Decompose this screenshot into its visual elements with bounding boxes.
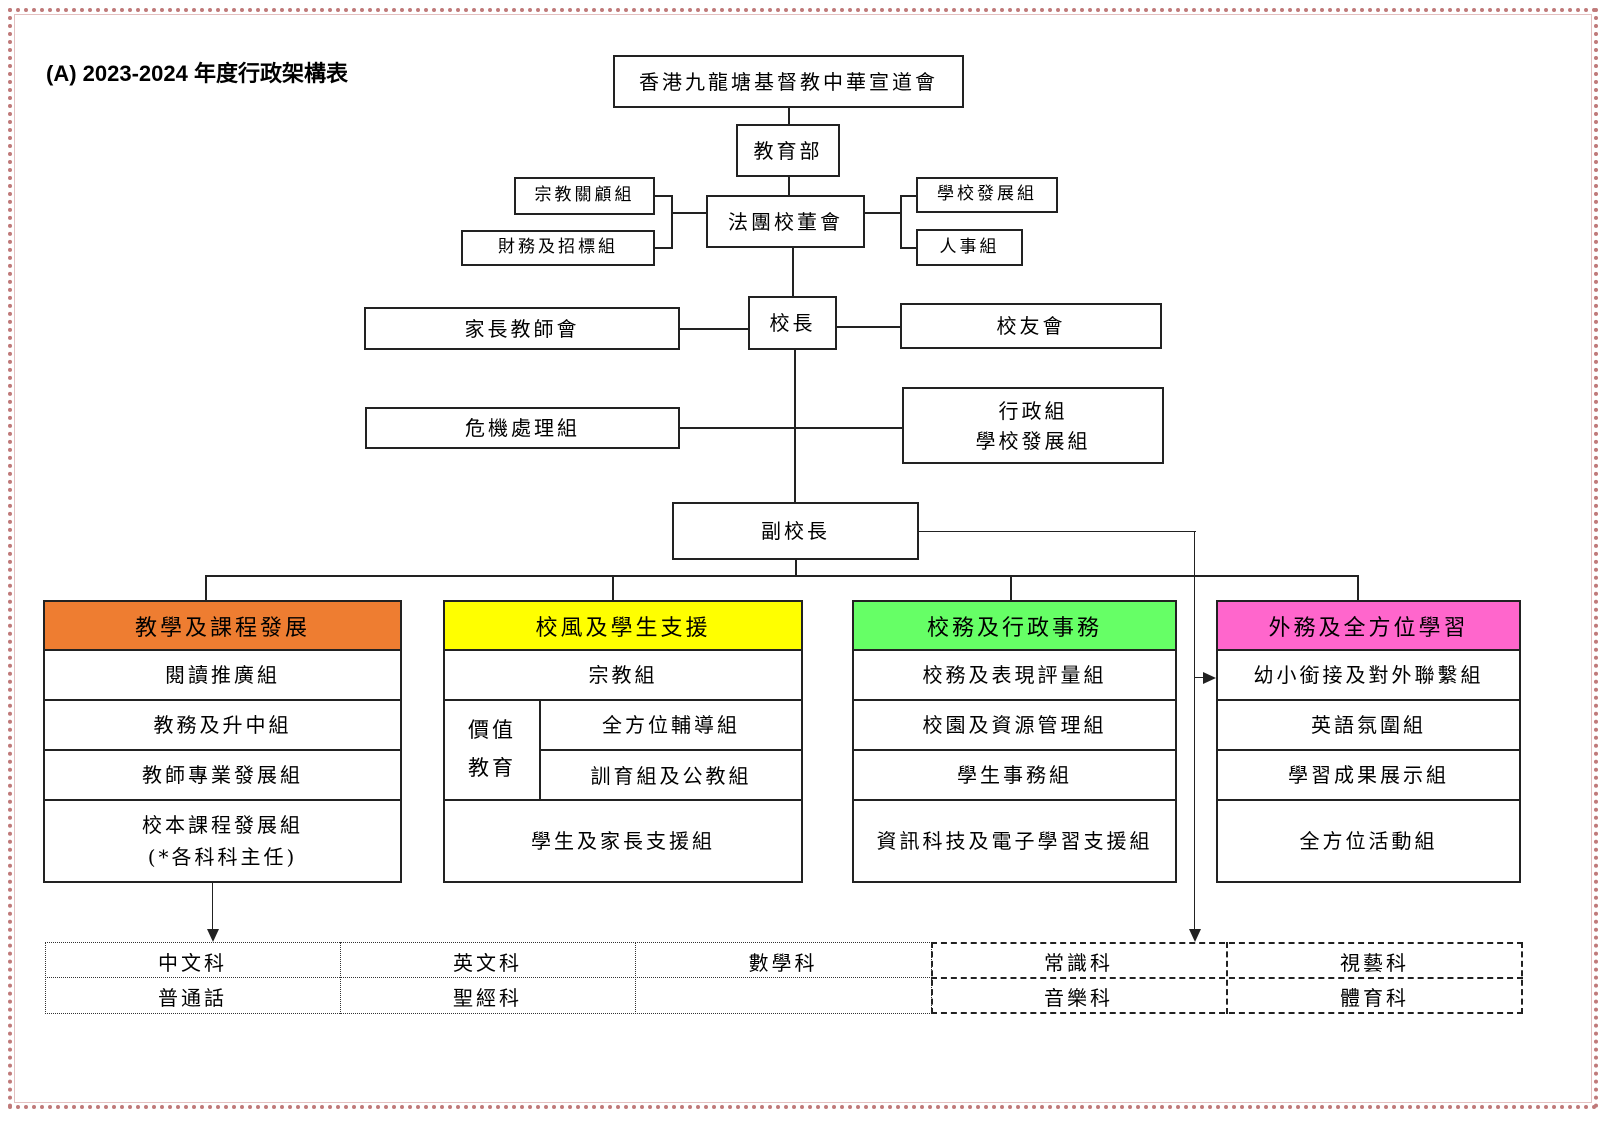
church-box: 香港九龍塘基督教中華宣道會: [613, 55, 964, 108]
table-cell: 常識科: [1044, 950, 1113, 975]
pta-box: 家長教師會: [364, 307, 680, 350]
table-cell: 數學科: [748, 950, 818, 975]
col-divider: [635, 942, 636, 1014]
list-item: 教師專業發展組: [45, 751, 400, 801]
list-item: 校本課程發展組 (*各科科主任): [45, 801, 400, 881]
connector: [900, 195, 917, 197]
table-cell: 體育科: [1340, 985, 1409, 1010]
list-item: 校園及資源管理組: [854, 701, 1175, 751]
list-item: 閱讀推廣組: [45, 651, 400, 701]
connector: [655, 247, 672, 249]
principal-box: 校長: [748, 296, 837, 350]
col-divider: [340, 942, 341, 1014]
table-cell: 聖經科: [453, 985, 522, 1010]
list-item: 學生事務組: [854, 751, 1175, 801]
connector: [900, 247, 917, 249]
admin-line-2: 學校發展組: [975, 428, 1091, 453]
connector: [671, 195, 673, 249]
connector: [679, 427, 903, 429]
connector: [836, 326, 901, 328]
list-item: 英語氛圍組: [1218, 701, 1519, 751]
table-cell: 視藝科: [1340, 950, 1409, 975]
list-item: 訓育組及公教組: [590, 764, 752, 788]
dept-ethos: 校風及學生支援 宗教組 價值 教育 全方位輔導組 訓育組及公教組 學生及家長支援…: [443, 600, 803, 883]
connector: [1010, 575, 1012, 601]
table-cell: 普通話: [158, 985, 227, 1010]
list-item: 全方位輔導組: [541, 701, 801, 751]
connector: [671, 212, 707, 214]
table-cell: [635, 978, 931, 1014]
list-item: 宗教組: [445, 651, 801, 701]
alumni-box: 校友會: [900, 303, 1162, 349]
connector: [1357, 575, 1359, 601]
row-divider: [45, 977, 932, 978]
connector: [792, 247, 794, 297]
dept-external: 外務及全方位學習 幼小銜接及對外聯繫組 英語氛圍組 學習成果展示組 全方位活動組: [1216, 600, 1521, 883]
subjects-table: 中文科 英文科 數學科 常識科 視藝科 普通話 聖經科 音樂科 體育科: [45, 942, 1523, 1014]
connector: [900, 195, 902, 249]
finance-box: 財務及招標組: [461, 230, 655, 266]
list-item: 校務及表現評量組: [854, 651, 1175, 701]
connector: [788, 107, 790, 125]
crisis-box: 危機處理組: [365, 407, 680, 449]
list-item: 教務及升中組: [45, 701, 400, 751]
list-item: 全方位活動組: [1299, 829, 1438, 853]
connector: [679, 328, 749, 330]
value-education-group: 價值 教育 全方位輔導組 訓育組及公教組: [445, 701, 801, 801]
connector: [655, 195, 672, 197]
connector: [864, 212, 901, 214]
chart-title: (A) 2023-2024 年度行政架構表: [46, 61, 348, 86]
vice-principal-box: 副校長: [672, 502, 919, 560]
list-item: 資訊科技及電子學習支援組: [876, 829, 1153, 853]
connector: [612, 575, 614, 601]
board-box: 法團校董會: [706, 195, 865, 248]
list-item-line-2: (*各科科主任): [147, 845, 298, 869]
connector: [788, 176, 790, 196]
table-cell: 中文科: [158, 950, 227, 975]
arrow-down-icon: [1189, 929, 1201, 942]
dept-external-header: 外務及全方位學習: [1218, 602, 1519, 651]
dept-teaching-header: 教學及課程發展: [45, 602, 400, 651]
list-item-line-1: 校本課程發展組: [142, 813, 303, 837]
table-cell: 音樂科: [1044, 985, 1113, 1010]
connector: [1194, 677, 1204, 678]
connector: [1194, 531, 1195, 930]
dept-admin-affairs-header: 校務及行政事務: [854, 602, 1175, 651]
dept-admin-affairs: 校務及行政事務 校務及表現評量組 校園及資源管理組 學生事務組 資訊科技及電子學…: [852, 600, 1177, 883]
page-border: [8, 8, 1598, 1109]
table-cell: 英文科: [453, 950, 522, 975]
connector: [918, 531, 1196, 532]
col-divider: [1226, 942, 1228, 1014]
arrow-down-icon: [207, 929, 219, 942]
admin-box: 行政組 學校發展組: [902, 387, 1164, 464]
dept-teaching: 教學及課程發展 閱讀推廣組 教務及升中組 教師專業發展組 校本課程發展組 (*各…: [43, 600, 402, 883]
religious-care-box: 宗教關顧組: [514, 177, 655, 215]
connector: [794, 349, 796, 503]
value-label-line-2: 教育: [468, 756, 516, 780]
arrow-right-icon: [1203, 672, 1216, 684]
connector: [205, 575, 207, 601]
school-development-box: 學校發展組: [916, 177, 1058, 213]
list-item: 幼小銜接及對外聯繫組: [1218, 651, 1519, 701]
value-education-label: 價值 教育: [445, 701, 541, 799]
admin-line-1: 行政組: [998, 398, 1068, 423]
connector: [205, 575, 1359, 577]
connector: [212, 882, 213, 930]
list-item: 學習成果展示組: [1218, 751, 1519, 801]
value-label-line-1: 價值: [468, 718, 516, 743]
connector: [795, 559, 797, 576]
list-item: 學生及家長支援組: [531, 829, 715, 853]
dept-ethos-header: 校風及學生支援: [445, 602, 801, 651]
page-inner-border: [14, 14, 1592, 1103]
education-dept-box: 教育部: [736, 124, 840, 177]
personnel-box: 人事組: [916, 229, 1023, 266]
